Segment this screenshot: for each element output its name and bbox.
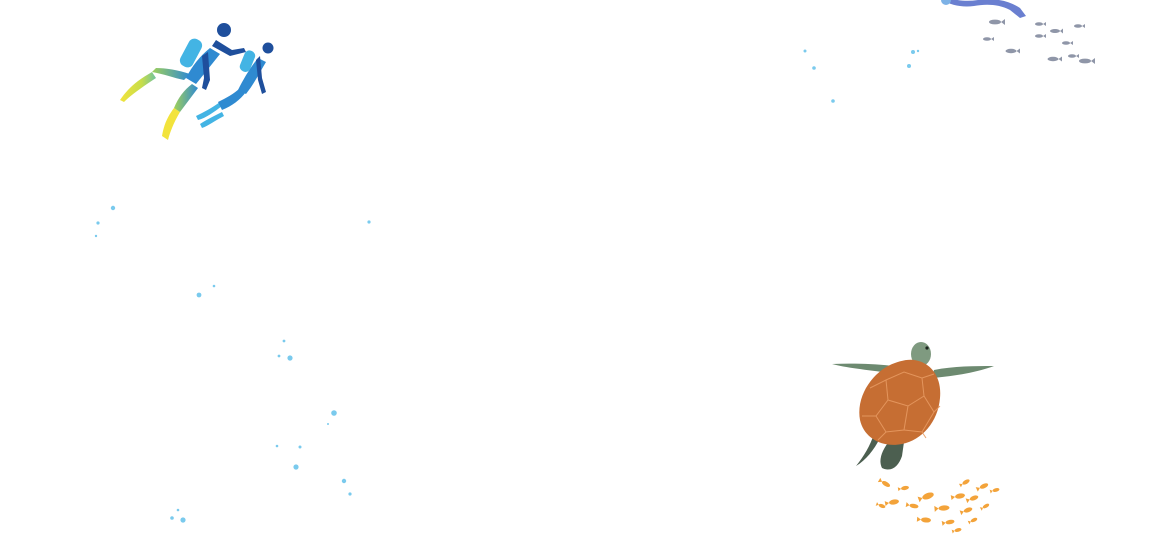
grey-fish-school <box>983 19 1095 64</box>
orange-fish-school <box>875 477 1000 534</box>
sea-turtle <box>832 342 994 470</box>
diver-partial-top <box>941 0 1026 18</box>
scuba-divers-pair <box>120 23 274 140</box>
